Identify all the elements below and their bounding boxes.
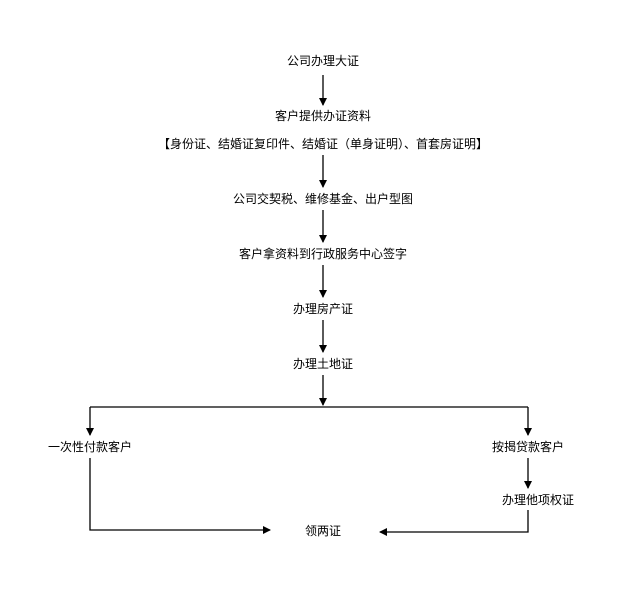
step-company-taxes: 公司交契税、维修基金、出户型图 (232, 192, 414, 206)
branch-mortgage: 按揭贷款客户 (491, 440, 565, 454)
arrow-left-to-final (89, 458, 271, 534)
step-property-certificate: 办理房产证 (292, 302, 354, 316)
step-other-rights-certificate: 办理他项权证 (501, 493, 575, 507)
step-documents-detail: 【身份证、结婚证复印件、结婚证（单身证明）、首套房证明】 (157, 137, 489, 151)
step-company-main-certificate: 公司办理大证 (286, 54, 360, 68)
step-receive-two-certificates: 领两证 (304, 524, 342, 538)
step-customer-documents: 客户提供办证资料 (274, 109, 372, 123)
step-customer-sign: 客户拿资料到行政服务中心签字 (238, 247, 408, 261)
arrow-right-to-final (379, 510, 529, 536)
step-land-certificate: 办理土地证 (292, 357, 354, 371)
branch-full-payment: 一次性付款客户 (47, 440, 133, 454)
